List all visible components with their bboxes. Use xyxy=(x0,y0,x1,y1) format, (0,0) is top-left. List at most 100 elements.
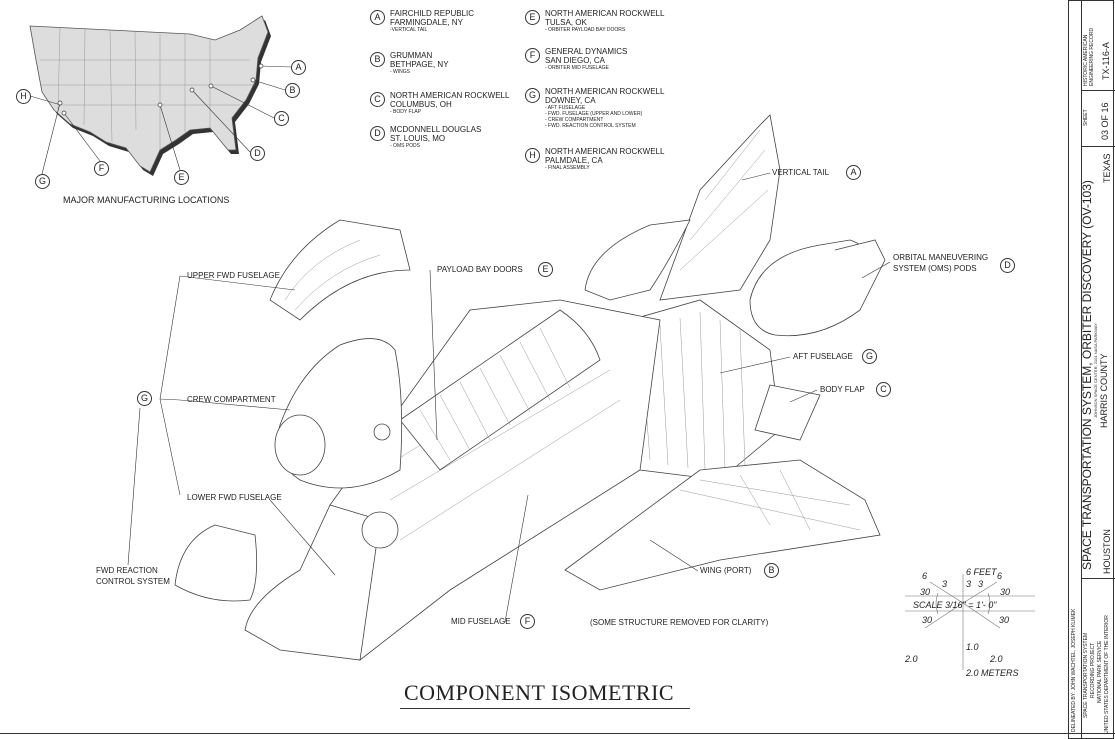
label-mid-fuselage: MID FUSELAGE xyxy=(451,617,511,626)
lower-fwd-fuselage-shape xyxy=(244,504,381,661)
label-aft-fuselage: AFT FUSELAGE xyxy=(793,352,853,361)
agency-cell: SPACE TRANSPORTATION SYSTEM RECORDING PR… xyxy=(1081,579,1115,738)
legend-company: FAIRCHILD REPUBLIC xyxy=(390,9,475,18)
scale-meters: 2.0 METERS xyxy=(965,668,1019,678)
legend-item: - WINGS xyxy=(390,69,410,75)
address: JOHNSON SPACE CENTER, 2101 NASA PARKWAY xyxy=(1093,323,1098,418)
scale-text: SCALE 3/16" = 1'- 0" xyxy=(913,600,997,610)
legend-location: TULSA, OK xyxy=(545,18,587,27)
legend-company: GRUMMAN xyxy=(390,51,433,60)
scale-angle: 30 xyxy=(922,615,932,625)
map-marker-g: G xyxy=(35,174,50,189)
label-oms-1: ORBITAL MANEUVERING xyxy=(893,253,989,262)
legend-key: B xyxy=(370,52,385,67)
legend-key: F xyxy=(525,48,540,63)
scale-tick: 3 xyxy=(978,579,983,589)
callout-payload-bay-doors: E xyxy=(538,262,553,277)
bottom-border xyxy=(0,733,1115,734)
agency-line: NATIONAL PARK SERVICE xyxy=(1097,640,1103,703)
label-fwd-rcs-2: CONTROL SYSTEM xyxy=(96,577,170,586)
map-marker-d: D xyxy=(250,146,265,161)
record-id: TX-116-A xyxy=(1101,42,1111,80)
legend-item: -VERTICAL TAIL xyxy=(390,27,428,33)
scale-tick: 2.0 xyxy=(904,654,918,664)
sheet-label: SHEET xyxy=(1083,109,1089,126)
legend-key: H xyxy=(525,148,540,163)
main-title-cell: SPACE TRANSPORTATION SYSTEM, ORBITER DIS… xyxy=(1080,147,1115,579)
state: TEXAS xyxy=(1102,153,1112,183)
legend-company: NORTH AMERICAN ROCKWELL xyxy=(545,87,665,96)
legend-company: NORTH AMERICAN ROCKWELL xyxy=(390,91,510,100)
legend-company: NORTH AMERICAN ROCKWELL xyxy=(545,147,665,156)
label-crew-compartment: CREW COMPARTMENT xyxy=(187,395,276,404)
legend-location: PALMDALE, CA xyxy=(545,156,603,165)
legend-company: GENERAL DYNAMICS xyxy=(545,47,628,56)
map-marker-e: E xyxy=(174,170,189,185)
legend-company: MCDONNELL DOUGLAS xyxy=(390,125,482,134)
legend-item: - FWD. REACTION CONTROL SYSTEM xyxy=(545,123,636,129)
us-map xyxy=(29,15,292,176)
agency-line: UNITED STATES DEPARTMENT OF THE INTERIOR xyxy=(1104,615,1110,734)
legend-item: - CREW COMPARTMENT xyxy=(545,117,604,123)
legend-location: ST. LOUIS, MO xyxy=(390,134,446,143)
scale-angle: 30 xyxy=(1000,587,1010,597)
drawing-title: COMPONENT ISOMETRIC xyxy=(404,680,675,705)
map-caption: MAJOR MANUFACTURING LOCATIONS xyxy=(63,195,230,205)
map-marker-c: C xyxy=(274,111,289,126)
legend-item: - FWD. FUSELAGE (UPPER AND LOWER) xyxy=(545,111,643,117)
payload-bay-doors-shape xyxy=(399,309,601,471)
callout-aft-fuselage: G xyxy=(862,349,877,364)
legend-item: - ORBITER PAYLOAD BAY DOORS xyxy=(545,27,626,33)
label-upper-fwd-fuselage: UPPER FWD FUSELAGE xyxy=(187,271,280,280)
legend-location: COLUMBUS, OH xyxy=(390,100,452,109)
body-flap-shape xyxy=(754,384,821,441)
county: HARRIS COUNTY xyxy=(1099,353,1109,428)
label-fwd-rcs-1: FWD REACTION xyxy=(96,566,158,575)
scale-tick: 1.0 xyxy=(966,642,979,652)
label-lower-fwd-fuselage: LOWER FWD FUSELAGE xyxy=(187,493,282,502)
city: HOUSTON xyxy=(1102,529,1112,574)
vertical-tail-shape xyxy=(659,114,781,301)
map-marker-f: F xyxy=(94,161,109,176)
label-wing: WING (PORT) xyxy=(700,566,752,575)
callout-vertical-tail: A xyxy=(846,165,861,180)
label-body-flap: BODY FLAP xyxy=(820,385,865,394)
agency-line: RECORDING PROJECT xyxy=(1090,642,1096,698)
legend-location: SAN DIEGO, CA xyxy=(545,56,606,65)
mid-fuselage-shape xyxy=(329,299,661,661)
delineated-by: DELINEATED BY: JOHN WACHTEL, JOSEPH KLIM… xyxy=(1071,608,1077,732)
legend-location: BETHPAGE, NY xyxy=(390,60,449,69)
sheet-number: 03 OF 16 xyxy=(1100,102,1110,140)
graphic-scale: 6 FEET 6 3 3 3 6 30 30 SCALE 3/16" = 1'-… xyxy=(904,567,1035,678)
callout-body-flap: C xyxy=(876,382,891,397)
scale-tick: 6 xyxy=(922,571,927,581)
legend-key: D xyxy=(370,126,385,141)
scale-tick: 3 xyxy=(942,579,947,589)
agency-line: SPACE TRANSPORTATION SYSTEM xyxy=(1083,632,1089,718)
legend-key: G xyxy=(525,88,540,103)
scale-tick: 2.0 xyxy=(989,654,1003,664)
fwd-rcs-shape xyxy=(174,524,258,602)
scale-tick: 3 xyxy=(966,579,971,589)
map-marker-a: A xyxy=(291,60,306,75)
title-block: DELINEATED BY: JOHN WACHTEL, JOSEPH KLIM… xyxy=(1068,0,1115,739)
map-marker-b: B xyxy=(285,83,300,98)
scale-feet: 6 FEET xyxy=(966,567,998,577)
legend-item: - ORBITER MID FUSELAGE xyxy=(545,65,609,71)
oms-pod-left-shape xyxy=(584,219,691,301)
label-vertical-tail: VERTICAL TAIL xyxy=(772,168,830,177)
legend-item: - AFT FUSELAGE xyxy=(545,105,586,111)
legend-key: A xyxy=(370,10,385,25)
callout-mid-fuselage: F xyxy=(520,614,535,629)
legend-key: C xyxy=(370,92,385,107)
record-label: HISTORIC AMERICAN ENGINEERING RECORD xyxy=(1083,27,1095,86)
legend-company: NORTH AMERICAN ROCKWELL xyxy=(545,9,665,18)
